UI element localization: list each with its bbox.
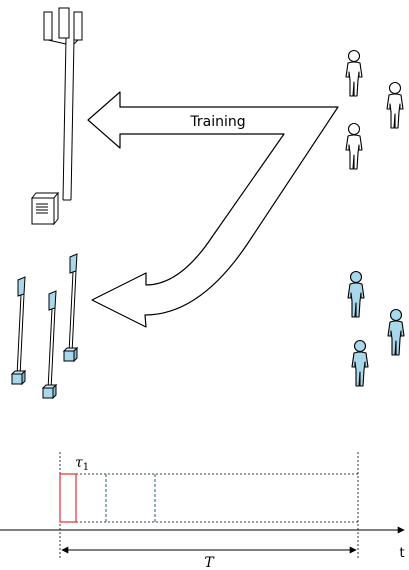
user-icon <box>351 339 369 387</box>
user-icon <box>345 122 363 170</box>
distributed-antenna-icon <box>42 290 57 399</box>
base-station-cabinet-icon <box>30 191 60 226</box>
user-icon <box>347 270 365 318</box>
axis-label: t <box>399 546 404 561</box>
pilot-slot <box>59 473 77 523</box>
distributed-antenna-icon <box>11 276 26 385</box>
user-icon <box>345 49 363 97</box>
user-icon <box>387 308 405 356</box>
tau-label: τ1 <box>75 455 89 473</box>
training-label: Training <box>189 114 245 130</box>
period-label: T <box>204 555 215 570</box>
frame-timeline: τ1 T t <box>0 452 405 570</box>
user-icon <box>386 81 404 129</box>
distributed-antenna-icon <box>63 253 78 362</box>
cell-tower-icon <box>43 7 83 201</box>
training-arrow <box>87 91 339 328</box>
